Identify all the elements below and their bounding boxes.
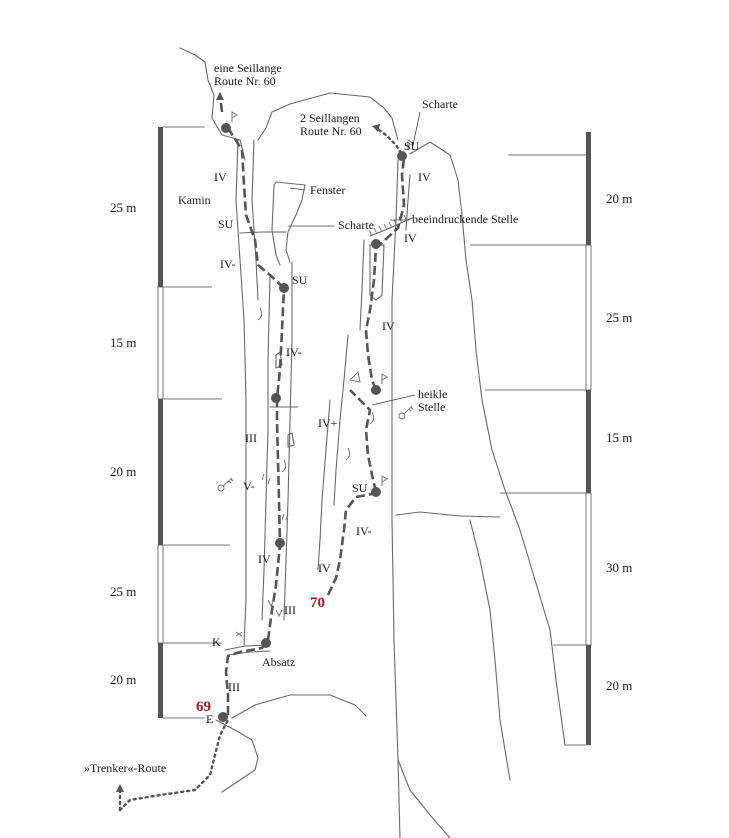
label-grade-iv-6: IV [318, 561, 331, 575]
label-scharte-top: Scharte [422, 97, 458, 111]
label-grade-iii-1: III [245, 431, 257, 445]
label-grade-iv-3: IV [404, 231, 417, 245]
label-grade-iv-4: IV [382, 319, 395, 333]
label-trenker-route: »Trenker«-Route [84, 761, 166, 775]
label-absatz: Absatz [262, 655, 295, 669]
label-two-pitches: 2 Seillangen [300, 111, 360, 125]
arrow-up-icon [216, 92, 224, 100]
label-stelle: Stelle [418, 400, 445, 414]
scale-right-2: 25 m [606, 310, 632, 325]
label-scharte-mid: Scharte [338, 218, 374, 232]
label-su-left: SU [218, 217, 234, 231]
scale-right-4: 30 m [606, 560, 632, 575]
scale-bar-right [470, 132, 592, 746]
label-su-mid: SU [292, 273, 308, 287]
label-grade-iii-2: III [284, 603, 296, 617]
label-grade-iv-2: IV [418, 170, 431, 184]
route-number-70: 70 [310, 595, 325, 611]
belay-points [218, 123, 407, 722]
leader-lines [288, 111, 421, 406]
key-icon [217, 477, 234, 492]
scale-left-1: 25 m [110, 200, 136, 215]
rock-outline [179, 47, 566, 838]
label-route-60-left: Route Nr. 60 [214, 74, 276, 88]
route-number-69: 69 [196, 699, 211, 715]
label-kamin: Kamin [178, 193, 211, 207]
label-grade-iii-3: III [228, 680, 240, 694]
label-grade-iv-1: IV [214, 170, 227, 184]
scale-left-2: 15 m [110, 335, 136, 350]
scale-right-1: 20 m [606, 191, 632, 206]
label-e: E [206, 712, 213, 726]
scale-left-4: 25 m [110, 584, 136, 599]
label-heikle: heikle [418, 387, 447, 401]
label-beeindruckende-stelle: beeindruckende Stelle [412, 212, 518, 226]
scale-bar-left [157, 126, 230, 719]
label-one-pitch: eine Seillange [214, 61, 282, 75]
scale-right-5: 20 m [606, 678, 632, 693]
scale-left-5: 20 m [110, 672, 136, 687]
piton-icon [231, 111, 414, 637]
scale-right-3: 15 m [606, 430, 632, 445]
label-su-top-right: SU [404, 139, 420, 153]
arrow-up-icon [116, 784, 124, 792]
scale-left-3: 20 m [110, 464, 136, 479]
label-route-60-right: Route Nr. 60 [300, 124, 362, 138]
label-fenster: Fenster [310, 183, 345, 197]
label-grade-iv-minus-1: IV- [220, 257, 236, 271]
label-grade-iv-minus-2: IV- [286, 345, 302, 359]
label-grade-iv-minus-3: IV- [356, 524, 372, 538]
key-icon [398, 405, 414, 420]
label-k: K [212, 635, 221, 649]
label-grade-v-minus: V- [243, 479, 255, 493]
label-grade-iv-5: IV [258, 552, 271, 566]
label-grade-iv-plus: IV+ [318, 416, 338, 430]
label-su-low: SU [352, 481, 368, 495]
arrow-left-icon [372, 124, 380, 132]
